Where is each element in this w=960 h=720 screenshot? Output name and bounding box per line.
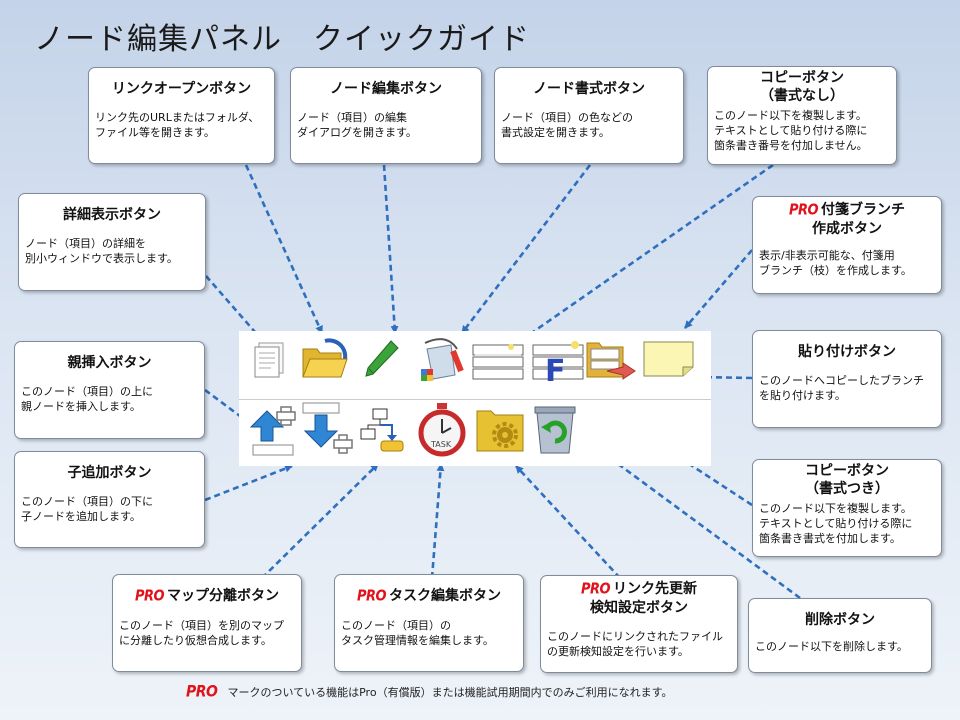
card-title: ノード編集ボタン [330, 81, 442, 97]
detail-icon[interactable] [249, 339, 289, 379]
card-child-add: 子追加ボタン このノード（項目）の下に子ノードを追加します。 [14, 451, 205, 548]
pencil-icon[interactable] [361, 337, 401, 377]
card-title: コピーボタン（書式つき） [805, 463, 889, 497]
card-delete: 削除ボタン このノード以下を削除します。 [748, 598, 932, 673]
node-edit-toolbar: F TASK [239, 331, 711, 466]
card-title: 削除ボタン [805, 612, 875, 628]
leader-map-split [261, 463, 379, 579]
card-parent-insert: 親挿入ボタン このノード（項目）の上に親ノードを挿入します。 [14, 341, 205, 439]
gear-folder-icon[interactable] [475, 405, 527, 457]
card-description: このノード（項目）の下に子ノードを追加します。 [21, 495, 153, 523]
leader-node-format [460, 164, 592, 334]
card-title: 子追加ボタン [67, 465, 152, 481]
pro-mark: PRO [186, 682, 218, 702]
leader-link-open [244, 164, 324, 334]
copy-plain-icon[interactable] [471, 341, 527, 385]
pro-mark: PRO [356, 587, 387, 606]
card-title: リンクオープンボタン [111, 81, 252, 97]
card-description: このノード以下を削除します。 [755, 640, 908, 653]
card-description: ノード（項目）の編集ダイアログを開きます。 [297, 111, 417, 139]
leader-detail [205, 275, 263, 341]
card-description: このノード（項目）のタスク管理情報を編集します。 [341, 619, 494, 647]
card-description: ノード（項目）の詳細を別小ウィンドウで表示します。 [25, 237, 178, 265]
leader-copy-plain [509, 163, 774, 350]
card-description: このノード（項目）を別のマップに分離したり仮想合成します。 [119, 619, 284, 647]
sticky-note-icon[interactable] [641, 339, 697, 379]
card-description: 表示/非表示可能な、付箋用ブランチ（枝）を作成します。 [759, 249, 912, 277]
card-title: ノード書式ボタン [533, 81, 645, 97]
card-description: このノードへコピーしたブランチを貼り付けます。 [759, 374, 924, 402]
flowchart-icon[interactable] [359, 407, 411, 455]
card-title: 貼り付けボタン [798, 344, 896, 360]
card-detail: 詳細表示ボタン ノード（項目）の詳細を別小ウィンドウで表示します。 [18, 193, 206, 291]
child-add-icon[interactable] [301, 401, 355, 461]
card-title: コピーボタン（書式なし） [760, 70, 844, 104]
leader-child-add [204, 464, 293, 502]
card-copy-formatted: コピーボタン（書式つき） このノード以下を複製します。テキストとして貼り付ける際… [752, 459, 942, 557]
stopwatch-task-icon[interactable]: TASK [417, 401, 467, 461]
leader-task-edit [430, 463, 445, 579]
card-node-format: ノード書式ボタン ノード（項目）の色などの書式設定を開きます。 [494, 67, 684, 164]
leader-sticky [684, 249, 753, 329]
copy-formatted-icon[interactable]: F [531, 337, 587, 389]
card-link-open: リンクオープンボタン リンク先のURLまたはフォルダ、ファイル等を開きます。 [88, 67, 275, 164]
card-description: このノードにリンクされたファイルの更新検知設定を行います。 [547, 630, 723, 658]
card-description: このノード以下を複製します。テキストとして貼り付ける際に箇条書き番号を付加しませ… [714, 109, 868, 152]
card-description: ノード（項目）の色などの書式設定を開きます。 [501, 111, 633, 139]
paint-bucket-icon[interactable] [417, 335, 467, 385]
paste-icon[interactable] [585, 337, 637, 385]
recycle-bin-icon[interactable] [531, 403, 579, 457]
parent-insert-icon[interactable] [247, 403, 297, 459]
pro-mark: PRO [134, 587, 165, 606]
card-copy-plain: コピーボタン（書式なし） このノード以下を複製します。テキストとして貼り付ける際… [707, 66, 897, 165]
stopwatch-label: TASK [430, 440, 452, 449]
card-paste: 貼り付けボタン このノードへコピーしたブランチを貼り付けます。 [752, 330, 942, 428]
copy-formatted-letter: F [545, 354, 566, 385]
toolbar-divider [239, 399, 711, 400]
card-description: リンク先のURLまたはフォルダ、ファイル等を開きます。 [95, 111, 260, 139]
leader-link-watch [515, 465, 621, 579]
leader-delete [571, 428, 801, 600]
card-title: 詳細表示ボタン [63, 207, 161, 223]
card-title: 親挿入ボタン [67, 355, 152, 371]
page-title: ノード編集パネル クイックガイド [34, 22, 530, 57]
pro-mark: PRO [788, 201, 819, 220]
folder-open-icon[interactable] [301, 337, 349, 378]
leader-node-edit [382, 164, 399, 334]
pro-mark: PRO [580, 580, 611, 599]
card-node-edit: ノード編集ボタン ノード（項目）の編集ダイアログを開きます。 [290, 67, 482, 164]
card-description: このノード（項目）の上に親ノードを挿入します。 [21, 385, 153, 413]
card-description: このノード以下を複製します。テキストとして貼り付ける際に箇条書き書式を付加します… [759, 502, 913, 545]
